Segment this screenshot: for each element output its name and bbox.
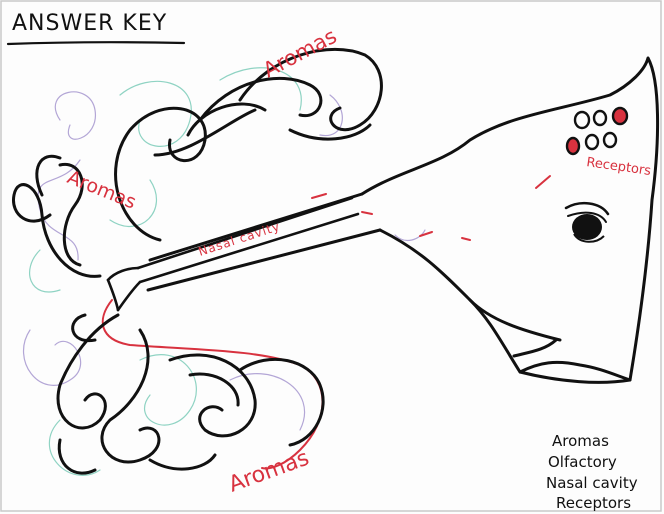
eye-icon: [564, 201, 610, 243]
word-bank: Aromas Olfactory Nasal cavity Receptors: [546, 432, 638, 512]
title: ANSWER KEY: [12, 11, 167, 36]
word-bank-item: Nasal cavity: [546, 474, 638, 492]
head-outline: [146, 56, 660, 384]
word-bank-item: Olfactory: [548, 453, 617, 471]
nasal-cavity-channel: [106, 196, 360, 312]
label-receptors: Receptors: [585, 155, 652, 179]
label-aromas-top: Aromas: [259, 24, 341, 83]
label-aromas-bottom: Aromas: [226, 446, 313, 498]
receptor-cells: [565, 106, 629, 156]
word-bank-item: Receptors: [556, 494, 631, 512]
label-nasal-cavity: Nasal cavity: [197, 219, 282, 259]
word-bank-item: Aromas: [552, 432, 609, 450]
title-underline: [6, 41, 186, 46]
aroma-swirls: [12, 47, 383, 475]
faint-background-scribbles: [22, 67, 426, 476]
